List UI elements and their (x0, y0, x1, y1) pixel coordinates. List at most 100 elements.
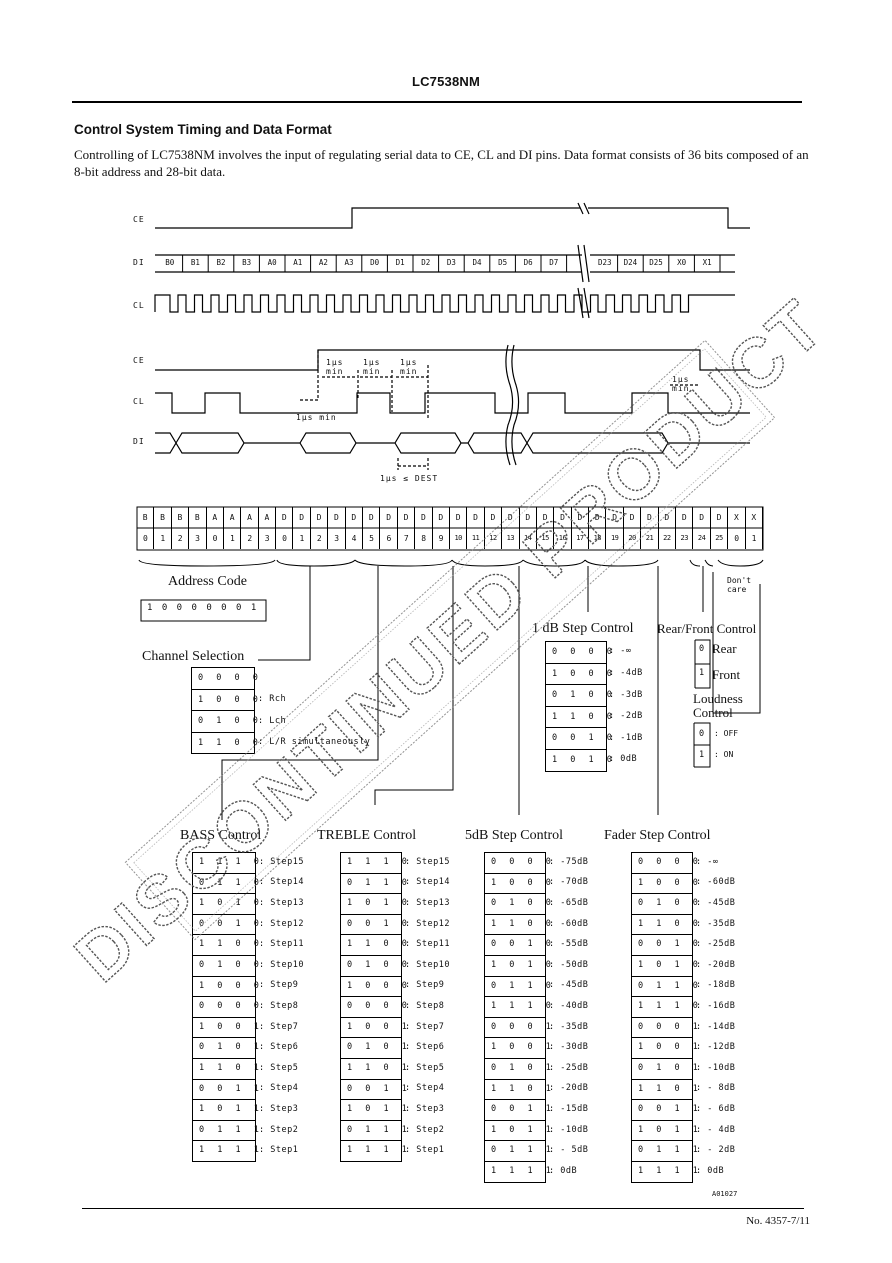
rear-front-desc: Front (712, 667, 741, 682)
bit-cell-index: 16 (558, 534, 567, 542)
timing-note: 1µs min (672, 375, 690, 393)
bit-cell-type: B (194, 513, 200, 522)
bit-cell-index: 22 (663, 534, 671, 542)
address-code-label: Address Code (168, 574, 247, 589)
table-row-desc: : -16dB (696, 1001, 736, 1011)
table-row-desc: : Step14 (259, 877, 304, 888)
table-row: 1 0 1 0 (341, 894, 407, 915)
di-bit-label: D23 (598, 258, 612, 267)
bit-cell-type: D (490, 513, 496, 522)
table-row: 1 1 0 0 (485, 915, 551, 936)
bit-cell-type: D (560, 513, 565, 522)
bit-cell-type: D (455, 513, 461, 522)
bit-cell-type: D (473, 513, 478, 522)
di-bit-label: X0 (677, 258, 687, 267)
bit-cell-index: 4 (351, 534, 357, 543)
table-row: 0 0 0 1 (632, 1018, 698, 1039)
table-row-desc: : -45dB (696, 898, 736, 908)
table-row-desc: : -35dB (696, 918, 736, 929)
table-row: 1 0 0 0 (546, 664, 612, 686)
rear-front-desc: Rear (712, 641, 737, 656)
di-bit-label: B0 (165, 258, 175, 267)
di-bit-label: A2 (318, 258, 328, 267)
table-row-desc: : Step4 (259, 1083, 299, 1094)
bit-cell-type: A (229, 513, 235, 522)
table-row: 1 0 1 0 (193, 894, 259, 915)
table-row: 1 0 0 1 (341, 1018, 407, 1039)
table-row: 1 0 0 1 (632, 1038, 698, 1059)
table-row-desc: : -45dB (549, 980, 589, 991)
bit-cell-type: D (281, 513, 287, 522)
table-row: 1 1 1 0 (341, 853, 407, 874)
table-row: 0 0 1 0 (546, 728, 612, 750)
table-row-desc: : Step3 (259, 1104, 299, 1114)
table-row: 1 1 1 1 (491, 1165, 555, 1176)
bit-cell-type: A (247, 513, 252, 522)
table-row: 1 0 0 0 (632, 874, 698, 895)
bit-cell-index: 5 (369, 534, 374, 543)
table-row: 0 0 0 1 (485, 1018, 551, 1039)
treble-label: TREBLE Control (317, 828, 417, 843)
bit-cell-index: 3 (264, 534, 270, 543)
rear-front-bit: 0 (699, 644, 705, 654)
rear-front-label: Rear/Front Control (657, 621, 757, 636)
figure-id: A01027 (712, 1190, 738, 1198)
table-row: 0 0 1 1 (632, 1100, 698, 1121)
table-row-desc: : Step5 (405, 1062, 445, 1073)
table-row-desc: : Step15 (259, 856, 304, 867)
signal-label-di: DI (133, 258, 145, 267)
bit-cell-index: 9 (438, 534, 444, 543)
bit-cell-type: D (351, 513, 357, 522)
fader-label: Fader Step Control (604, 828, 711, 843)
table-row: 0 1 0 0 (632, 894, 698, 915)
bit-cell-index: 1 (751, 534, 757, 543)
table-row: 0 0 1 0 (193, 915, 259, 936)
table-row: 1 1 1 0 (632, 997, 698, 1018)
bit-cell-type: D (386, 513, 392, 522)
table-row: 0 1 0 0 (192, 711, 258, 733)
table-row: 0 0 0 0 (632, 853, 698, 874)
table-row: 1 0 1 0 (632, 956, 698, 977)
bit-cell-index: 0 (143, 534, 148, 543)
di-bit-label: B1 (190, 258, 200, 267)
table-row: 0 0 1 0 (632, 935, 698, 956)
table-row-desc: : Step10 (259, 959, 304, 970)
table-row-desc: : -70dB (549, 877, 589, 888)
bit-cell-type: D (716, 513, 722, 522)
bit-cell-index: 0 (212, 534, 218, 543)
signal-label-cl-detail: CL (133, 397, 145, 406)
bit-cell-type: B (142, 513, 148, 522)
bit-cell-index: 15 (541, 534, 549, 542)
bit-cell-index: 14 (524, 534, 532, 542)
signal-label-cl: CL (133, 301, 145, 310)
bit-cell-type: D (368, 513, 374, 522)
db1-step-label: 1 dB Step Control (532, 621, 634, 636)
table-row: 0 1 1 0 (485, 977, 551, 998)
table-row: 0 1 1 1 (485, 1141, 551, 1162)
table-row-desc: : -∞ (609, 646, 632, 657)
timing-note: 1µs min (400, 358, 418, 376)
table-row-desc: : -20dB (549, 1083, 589, 1094)
bit-cell-type: A (212, 513, 218, 522)
table-row: 1 1 0 0 (198, 737, 262, 748)
table-row-desc: : Step13 (259, 898, 304, 908)
bit-cell-type: D (594, 513, 600, 522)
bit-cell-type: D (316, 513, 322, 522)
table-row-desc: : -12dB (696, 1042, 736, 1053)
bit-cell-index: 24 (697, 534, 706, 542)
